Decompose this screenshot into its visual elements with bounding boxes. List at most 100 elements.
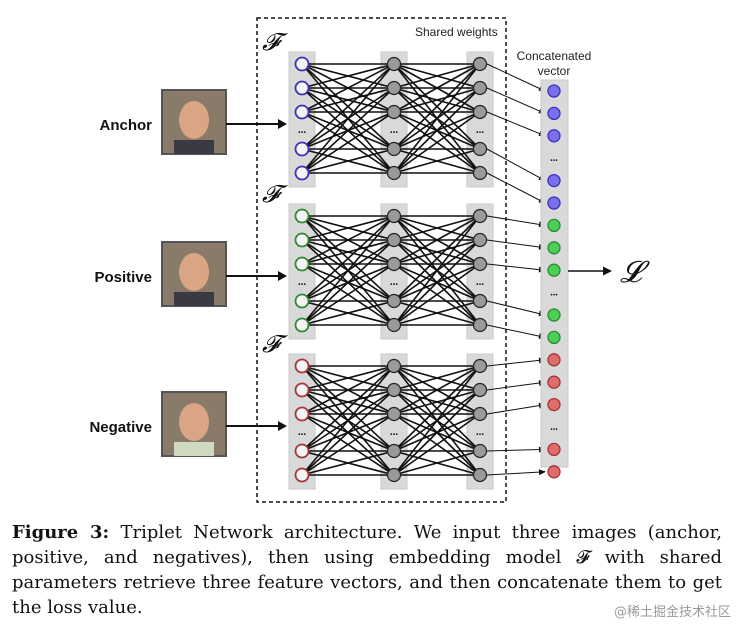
input-node [294,317,310,333]
concat-edge [486,404,546,415]
network-edge [393,365,481,391]
caption-text: Triplet Network architecture. We input t… [12,522,722,618]
network-edge [393,215,481,326]
concat-label-line2: vector [538,64,571,78]
network-edge [393,148,481,174]
hidden-node [386,467,402,483]
concat-node [547,173,561,188]
hidden-node [472,80,488,96]
input-node [294,80,310,96]
network-edge [393,300,481,326]
concat-node [547,353,561,367]
hidden-node [386,104,402,120]
hidden-node [472,56,488,72]
concat-node [547,442,561,457]
concat-node [547,218,561,233]
network-edge [301,63,395,89]
hidden-node [472,208,488,224]
ellipsis: ... [298,426,307,438]
network-edge [393,365,481,415]
hidden-node [472,165,488,181]
shared-weights-box [256,17,507,503]
caption-prefix: Figure 3: [12,522,110,543]
concat-edge [486,63,546,92]
hidden-node [386,293,402,309]
hidden-node [472,382,488,398]
ellipsis: ... [298,276,307,288]
concat-node [547,308,561,322]
concat-edge [486,300,546,316]
row-label: Anchor [100,117,153,134]
hidden-node [472,443,488,459]
hidden-node [386,165,402,181]
network-edge [393,63,481,113]
ellipsis: ... [390,426,399,438]
concat-edge [486,471,546,476]
network-edge [393,365,481,452]
input-arrowhead [278,271,287,281]
network-edge [393,215,481,265]
hidden-node [386,141,402,157]
hidden-node [472,104,488,120]
model-symbol-f: 𝓕 [262,330,288,358]
model-symbol-f: 𝓕 [262,28,288,56]
photo-face [179,101,209,139]
input-arrowhead [278,421,287,431]
ellipsis: ... [550,288,558,299]
network-edge [393,63,481,89]
photo-shoulders [174,292,214,306]
hidden-node [472,141,488,157]
input-node [294,382,310,398]
network-edge [301,263,395,326]
concat-edge [486,324,546,338]
row-label: Positive [94,269,152,286]
network-edge [301,215,395,326]
hidden-node [386,317,402,333]
input-node [294,232,310,248]
concat-edge [486,359,546,367]
concat-label-line1: Concatenated [517,49,592,63]
network-edge [301,148,395,174]
network-edge [301,87,395,113]
ellipsis: ... [298,124,307,136]
loss-symbol: 𝓛 [620,255,650,290]
input-node [294,293,310,309]
hidden-node [472,256,488,272]
network-edge [393,215,481,302]
network-edge [393,87,481,174]
model-symbol-f: 𝓕 [262,180,288,208]
ellipsis: ... [550,153,558,164]
concat-edge [486,263,546,271]
ellipsis: ... [550,422,558,433]
hidden-node [386,232,402,248]
network-edge [301,215,395,302]
concat-arrowhead [538,469,546,476]
concat-node [547,375,561,389]
concat-node [547,397,561,412]
network-edge [301,413,395,476]
network-edge [393,365,481,476]
hidden-node [386,443,402,459]
network-edge [393,413,481,476]
concat-edge [486,148,546,182]
network-edge [393,239,481,326]
concat-node [547,330,561,345]
hidden-node [472,467,488,483]
photo-face [179,253,209,291]
concat-edge [486,239,546,249]
concat-node [547,129,561,143]
input-node [294,256,310,272]
concat-edge [486,215,546,226]
network-edge [393,450,481,476]
input-node [294,104,310,120]
hidden-node [386,80,402,96]
hidden-node [386,406,402,422]
hidden-node [472,406,488,422]
concat-node [547,263,561,277]
network-edge [393,111,481,174]
network-edge [301,365,395,415]
network-edge [393,63,481,174]
ellipsis: ... [476,276,485,288]
network-edge [301,389,395,415]
network-edge [301,111,395,174]
